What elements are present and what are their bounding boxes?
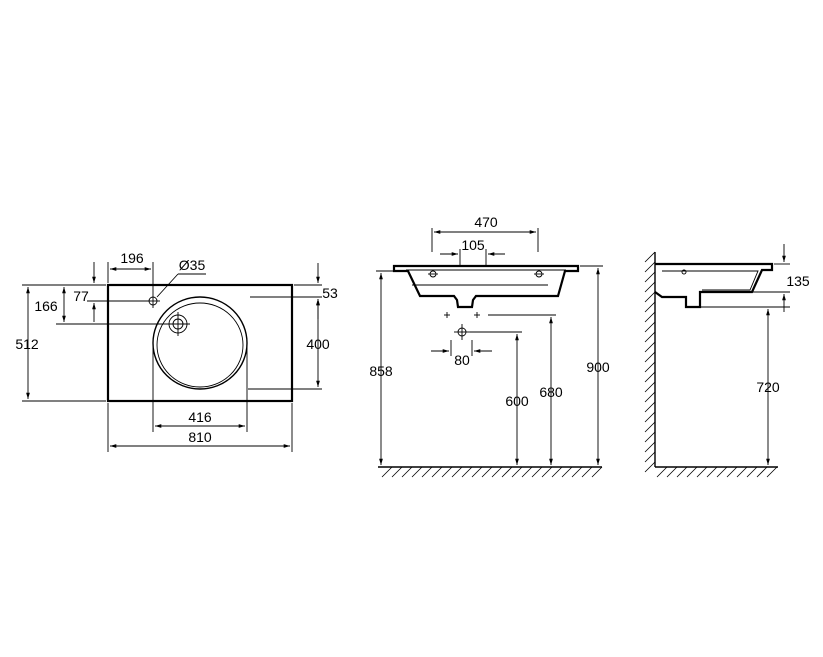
basin-front-profile xyxy=(392,264,580,309)
dim-waste-height: 600 xyxy=(505,393,529,409)
dim-tap-depth: 77 xyxy=(73,288,89,304)
basin-outline xyxy=(106,283,294,403)
dim-tap-offset: 196 xyxy=(120,250,144,266)
dim-tap-spacing: 105 xyxy=(461,237,485,253)
dim-bowl-center-depth: 166 xyxy=(34,298,58,314)
dim-basin-height: 135 xyxy=(786,273,810,289)
dim-tap-hole-diameter: Ø35 xyxy=(179,257,206,273)
top-view: 196 Ø35 77 166 512 53 400 xyxy=(15,250,338,452)
basin-side-profile xyxy=(654,262,774,309)
waste-outlet-icon xyxy=(454,324,470,340)
dim-top-height: 900 xyxy=(586,359,610,375)
dim-bowl-depth: 400 xyxy=(306,336,330,352)
dim-bowl-width: 416 xyxy=(188,409,212,425)
side-floor xyxy=(655,466,778,478)
dim-front-rim: 53 xyxy=(322,285,338,301)
overflow-right-icon xyxy=(534,270,544,278)
side-overflow-icon xyxy=(681,269,687,275)
drain-icon xyxy=(166,312,190,336)
overflow-left-icon xyxy=(428,270,438,278)
side-view: 135 720 xyxy=(644,244,810,478)
dim-bottom-height: 858 xyxy=(369,363,393,379)
dim-mount-height: 720 xyxy=(756,379,780,395)
bowl-inner xyxy=(156,302,244,388)
front-view: 470 105 80 600 680 858 900 xyxy=(369,214,610,478)
dim-total-depth: 512 xyxy=(15,336,39,352)
dim-overflow-width: 470 xyxy=(474,214,498,230)
wall xyxy=(644,251,656,473)
bowl-outer xyxy=(152,296,248,390)
dim-total-width: 810 xyxy=(188,429,212,445)
front-floor xyxy=(378,466,603,478)
dim-outlet-height: 680 xyxy=(539,384,563,400)
wall-fixing-icon xyxy=(444,312,480,318)
dim-waste-spacing: 80 xyxy=(454,352,470,368)
